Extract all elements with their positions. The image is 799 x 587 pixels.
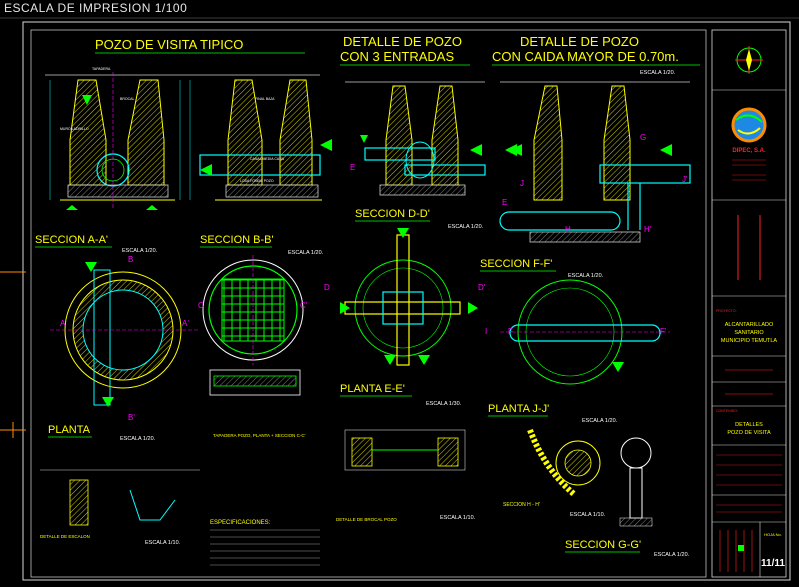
- sheet-number: 11/11: [761, 558, 785, 569]
- svg-text:E: E: [350, 163, 355, 172]
- title-planta-jj: PLANTA J-J': [488, 403, 549, 415]
- planta-circular: B B' A A': [50, 255, 200, 422]
- title-block: DIPEC, S.A. PROYECTO: ALCANTARILLADO SAN…: [711, 29, 787, 578]
- svg-text:MURO LADRILLO: MURO LADRILLO: [60, 127, 89, 131]
- title-planta-ee: PLANTA E-E': [340, 383, 405, 395]
- svg-text:B: B: [128, 255, 133, 264]
- tapadera-title: TAPADERA POZO, PLANTA + SECCION C-C': [213, 433, 306, 438]
- title-underlines: [35, 52, 700, 553]
- svg-text:ESCALA 1/10.: ESCALA 1/10.: [440, 515, 476, 521]
- svg-text:B': B': [128, 413, 135, 422]
- title-3-entradas-1: DETALLE DE POZO: [343, 34, 462, 49]
- svg-text:CANAL MEDIA CAÑA: CANAL MEDIA CAÑA: [250, 156, 285, 161]
- svg-text:ESCALA 1/10.: ESCALA 1/10.: [145, 540, 181, 546]
- svg-text:LOSA FONDO POZO: LOSA FONDO POZO: [240, 179, 274, 183]
- drawing-frame: [30, 29, 707, 578]
- svg-text:ESCALA 1/20.: ESCALA 1/20.: [448, 224, 484, 230]
- project-line-2: SANITARIO: [734, 330, 764, 336]
- especificaciones: ESPECIFICACIONES:: [210, 520, 320, 566]
- outer-frame: [22, 21, 791, 581]
- svg-text:ESCALA 1/20.: ESCALA 1/20.: [640, 70, 676, 76]
- content-line-2: POZO DE VISITA: [727, 430, 771, 436]
- title-3-entradas-2: CON 3 ENTRADAS: [340, 49, 454, 64]
- scale-labels: ESCALA 1/20. ESCALA 1/20. ESCALA 1/20. E…: [120, 70, 690, 558]
- brocal-title: DETALLE DE BROCAL POZO: [336, 517, 397, 522]
- svg-text:ESCALA 1/20.: ESCALA 1/20.: [122, 248, 158, 254]
- svg-text:C': C': [300, 301, 308, 310]
- svg-text:PROYECTO:: PROYECTO:: [716, 309, 737, 313]
- view-titles: POZO DE VISITA TIPICO DETALLE DE POZO CO…: [35, 34, 679, 551]
- svg-text:ESCALA 1/20.: ESCALA 1/20.: [582, 418, 618, 424]
- svg-text:BROCAL: BROCAL: [120, 97, 134, 101]
- project-line-3: MUNICIPIO TEMUTLA: [721, 338, 777, 344]
- svg-text:J: J: [520, 179, 524, 188]
- company-name: DIPEC, S.A.: [732, 148, 766, 154]
- escalon-drawing: DETALLE DE ESCALON: [40, 469, 200, 539]
- brocal-drawing: DETALLE DE BROCAL POZO: [336, 429, 466, 522]
- sheet-header: ESCALA DE IMPRESION 1/100: [4, 1, 188, 15]
- svg-text:TAPADERA: TAPADERA: [92, 67, 111, 71]
- north-arrow-icon: [735, 46, 763, 74]
- svg-text:E: E: [502, 198, 507, 207]
- title-caida-2: CON CAIDA MAYOR DE 0.70m.: [492, 49, 679, 64]
- svg-text:ESCALA 1/20.: ESCALA 1/20.: [568, 273, 604, 279]
- svg-text:F': F': [660, 327, 667, 336]
- title-seccion-aa: SECCION A-A': [35, 234, 108, 246]
- svg-text:G: G: [640, 133, 646, 142]
- planta-jj-drawing: SECCION H - H': [503, 428, 653, 527]
- svg-text:A: A: [60, 319, 66, 328]
- svg-text:I: I: [485, 327, 487, 336]
- escalon-title: DETALLE DE ESCALON: [40, 534, 90, 539]
- svg-text:H: H: [565, 225, 571, 234]
- svg-text:H': H': [644, 225, 652, 234]
- svg-text:D: D: [324, 283, 330, 292]
- sheet-label: HOJA No.: [764, 532, 782, 537]
- project-line-1: ALCANTARILLADO: [725, 322, 774, 328]
- svg-text:ESCALA 1/30.: ESCALA 1/30.: [426, 401, 462, 407]
- title-caida-1: DETALLE DE POZO: [520, 34, 639, 49]
- company-logo-icon: [731, 107, 767, 143]
- seccion-hh-title: SECCION H - H': [503, 502, 540, 508]
- svg-text:C: C: [198, 301, 204, 310]
- title-planta: PLANTA: [48, 424, 91, 436]
- svg-text:F: F: [508, 327, 513, 336]
- planta-ee-drawing: D D': [324, 228, 486, 366]
- svg-text:J': J': [682, 175, 688, 184]
- title-pozo-tipico: POZO DE VISITA TIPICO: [95, 37, 243, 52]
- caida-drawing: H H' J' J G E: [499, 81, 691, 243]
- content-line-1: DETALLES: [735, 422, 763, 428]
- seccion-ff-drawing: F F' I: [485, 279, 670, 385]
- svg-text:ESCALA 1/20.: ESCALA 1/20.: [654, 552, 690, 558]
- pozo-tipico-drawing: TAPADERA BROCAL MURO LADRILLO FINAL BAJA C…: [45, 67, 322, 210]
- svg-text:D': D': [478, 283, 486, 292]
- svg-text:CONTENIDO:: CONTENIDO:: [716, 409, 738, 413]
- svg-text:FINAL BAJA: FINAL BAJA: [255, 97, 275, 101]
- title-seccion-ff: SECCION F-F': [480, 258, 552, 270]
- svg-text:ESCALA 1/20.: ESCALA 1/20.: [120, 436, 156, 442]
- svg-text:A': A': [182, 319, 189, 328]
- svg-text:ESCALA 1/20.: ESCALA 1/20.: [288, 250, 324, 256]
- title-seccion-dd: SECCION D-D': [355, 208, 430, 220]
- tapadera-drawing: C C' TAPADERA POZO, PLANTA + SECCION C-C…: [198, 255, 308, 438]
- tres-entradas-drawing: E: [320, 81, 522, 196]
- svg-text:ESPECIFICACIONES:: ESPECIFICACIONES:: [210, 520, 271, 526]
- title-seccion-bb: SECCION B-B': [200, 234, 274, 246]
- svg-text:ESCALA 1/10.: ESCALA 1/10.: [570, 512, 606, 518]
- title-seccion-gg: SECCION G-G': [565, 539, 641, 551]
